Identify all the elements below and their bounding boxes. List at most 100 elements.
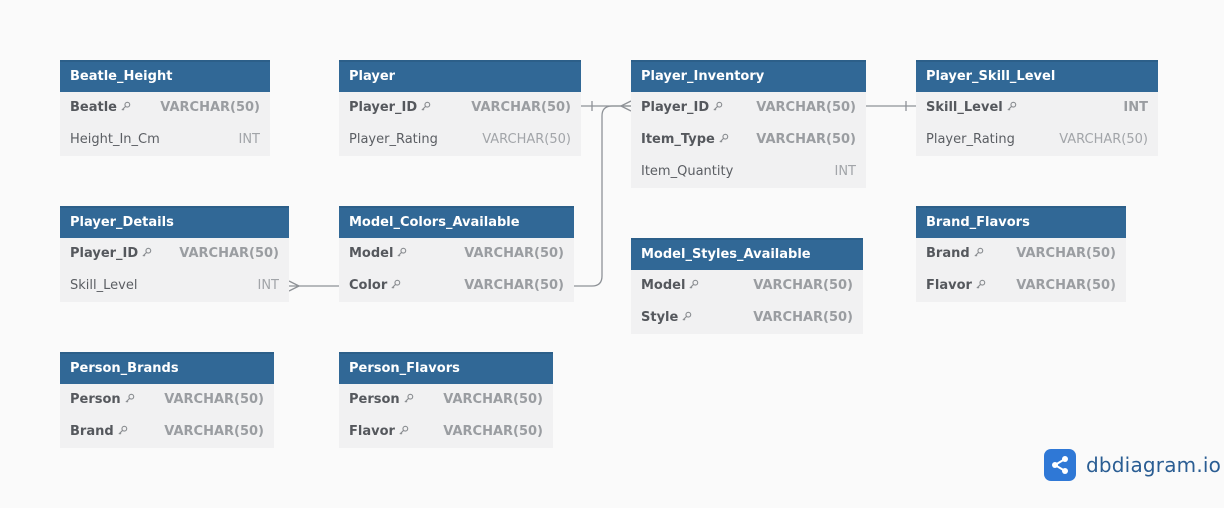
column-type: VARCHAR(50) [443,424,543,439]
table-column[interactable]: Person VARCHAR(50) [339,384,553,416]
table-column[interactable]: Person VARCHAR(50) [60,384,274,416]
column-name: Item_Type [641,132,715,147]
column-type: INT [834,164,857,179]
table-column[interactable]: Beatle VARCHAR(50) [60,92,270,124]
column-type: VARCHAR(50) [464,278,564,293]
column-type: INT [1123,100,1148,115]
table-column[interactable]: Model VARCHAR(50) [339,238,574,270]
table-header[interactable]: Player [339,60,581,92]
table-header[interactable]: Person_Flavors [339,352,553,384]
table-header[interactable]: Player_Skill_Level [916,60,1158,92]
column-type: VARCHAR(50) [482,132,571,147]
column-name: Person [70,392,121,407]
key-icon [390,271,401,303]
column-type: INT [257,278,280,293]
column-type: VARCHAR(50) [1016,246,1116,261]
table-column[interactable]: Player_Rating VARCHAR(50) [916,124,1158,156]
column-name: Player_ID [641,100,710,115]
table-column[interactable]: Player_ID VARCHAR(50) [60,238,289,270]
many-marker [620,100,632,112]
column-name: Skill_Level [70,278,138,293]
column-type: VARCHAR(50) [753,310,853,325]
table-brand-flavors[interactable]: Brand_Flavors Brand VARCHAR(50) Flavor V… [916,206,1126,302]
column-name: Height_In_Cm [70,132,160,147]
table-player[interactable]: Player Player_ID VARCHAR(50) Player_Rati… [339,60,581,156]
column-name: Color [349,278,388,293]
table-beatle-height[interactable]: Beatle_Height Beatle VARCHAR(50) Height_… [60,60,270,156]
table-column[interactable]: Brand VARCHAR(50) [916,238,1126,270]
column-name: Model [641,278,686,293]
column-name: Player_Rating [926,132,1015,147]
key-icon [973,239,984,271]
column-type: VARCHAR(50) [464,246,564,261]
column-name: Brand [70,424,114,439]
table-column[interactable]: Skill_Level INT [916,92,1158,124]
key-icon [1006,93,1017,125]
column-type: VARCHAR(50) [1059,132,1148,147]
key-icon [688,271,699,303]
table-person-brands[interactable]: Person_Brands Person VARCHAR(50) Brand V… [60,352,274,448]
table-column[interactable]: Item_Type VARCHAR(50) [631,124,866,156]
key-icon [141,239,152,271]
key-icon [712,93,723,125]
table-header[interactable]: Person_Brands [60,352,274,384]
table-header[interactable]: Player_Inventory [631,60,866,92]
table-header[interactable]: Model_Styles_Available [631,238,863,270]
table-player-skill-level[interactable]: Player_Skill_Level Skill_Level INT Playe… [916,60,1158,156]
column-name: Person [349,392,400,407]
brand-logo[interactable]: dbdiagram.io [1044,449,1221,481]
key-icon [420,93,431,125]
table-model-styles-available[interactable]: Model_Styles_Available Model VARCHAR(50)… [631,238,863,334]
table-header[interactable]: Player_Details [60,206,289,238]
table-player-details[interactable]: Player_Details Player_ID VARCHAR(50) Ski… [60,206,289,302]
table-header[interactable]: Brand_Flavors [916,206,1126,238]
column-type: VARCHAR(50) [179,246,279,261]
column-type: VARCHAR(50) [164,424,264,439]
column-name: Flavor [926,278,972,293]
key-icon [120,93,131,125]
column-name: Beatle [70,100,117,115]
column-type: VARCHAR(50) [756,100,856,115]
table-person-flavors[interactable]: Person_Flavors Person VARCHAR(50) Flavor… [339,352,553,448]
key-icon [117,417,128,449]
key-icon [396,239,407,271]
column-type: VARCHAR(50) [1016,278,1116,293]
table-column[interactable]: Style VARCHAR(50) [631,302,863,334]
column-name: Flavor [349,424,395,439]
table-column[interactable]: Color VARCHAR(50) [339,270,574,302]
table-column[interactable]: Brand VARCHAR(50) [60,416,274,448]
table-header[interactable]: Model_Colors_Available [339,206,574,238]
column-name: Model [349,246,394,261]
table-column[interactable]: Flavor VARCHAR(50) [339,416,553,448]
table-column[interactable]: Skill_Level INT [60,270,289,302]
key-icon [681,303,692,335]
table-column[interactable]: Player_ID VARCHAR(50) [631,92,866,124]
column-type: VARCHAR(50) [443,392,543,407]
column-name: Skill_Level [926,100,1003,115]
table-column[interactable]: Player_ID VARCHAR(50) [339,92,581,124]
many-marker [288,280,300,292]
table-column[interactable]: Height_In_Cm INT [60,124,270,156]
column-type: VARCHAR(50) [753,278,853,293]
column-type: VARCHAR(50) [756,132,856,147]
key-icon [975,271,986,303]
table-column[interactable]: Item_Quantity INT [631,156,866,188]
table-column[interactable]: Model VARCHAR(50) [631,270,863,302]
column-name: Player_ID [349,100,418,115]
key-icon [124,385,135,417]
column-name: Style [641,310,679,325]
share-icon [1044,449,1076,481]
table-column[interactable]: Flavor VARCHAR(50) [916,270,1126,302]
key-icon [398,417,409,449]
column-type: INT [238,132,261,147]
column-name: Item_Quantity [641,164,734,179]
table-column[interactable]: Player_Rating VARCHAR(50) [339,124,581,156]
table-player-inventory[interactable]: Player_Inventory Player_ID VARCHAR(50) I… [631,60,866,188]
table-header[interactable]: Beatle_Height [60,60,270,92]
table-model-colors-available[interactable]: Model_Colors_Available Model VARCHAR(50)… [339,206,574,302]
brand-name: dbdiagram.io [1086,453,1222,477]
relation-color-inventory [574,105,631,287]
column-name: Player_ID [70,246,139,261]
column-type: VARCHAR(50) [471,100,571,115]
